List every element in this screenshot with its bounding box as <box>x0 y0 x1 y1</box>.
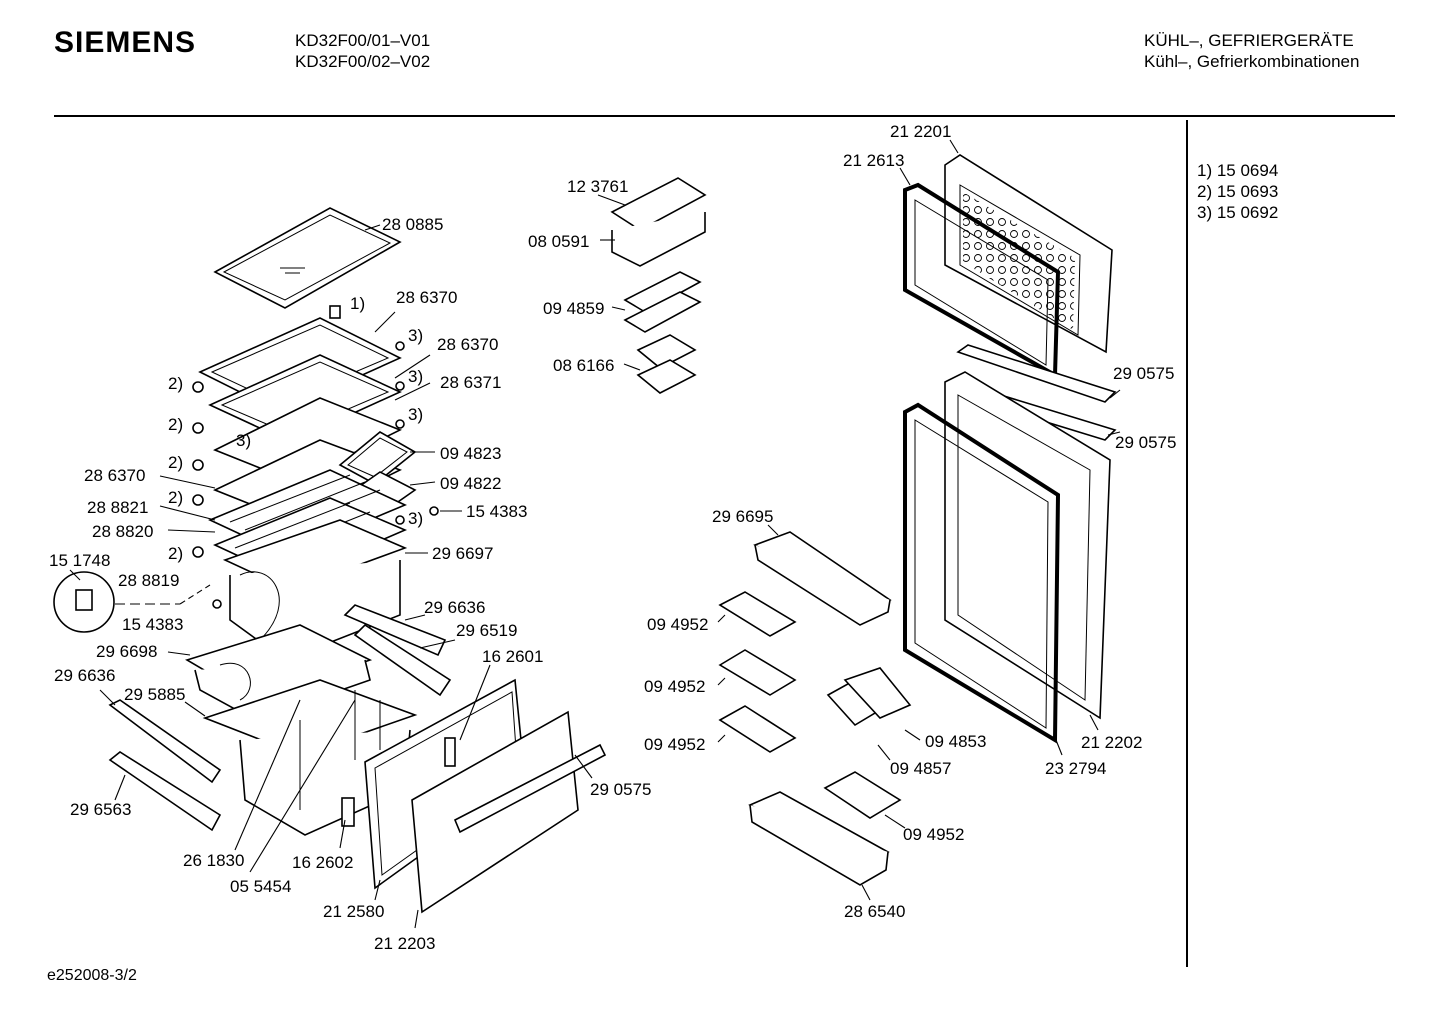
part-number-label: 16 2602 <box>292 853 353 872</box>
part-number-label: 05 5454 <box>230 877 291 896</box>
freezer-drawer-body <box>202 679 418 836</box>
part-number-label: 29 6698 <box>96 642 157 661</box>
footnote-marker: 1) <box>350 294 365 313</box>
part-number-label: 29 6695 <box>712 507 773 526</box>
door-shelf-bottom <box>748 791 890 886</box>
drawer-runner-right-1 <box>343 604 447 657</box>
model-number: KD32F00/02–V02 <box>295 52 431 71</box>
part-number-label: 29 6636 <box>54 666 115 685</box>
part-number-label: 12 3761 <box>567 177 628 196</box>
part-number-label: 29 6697 <box>432 544 493 563</box>
door-shelf-small-2 <box>718 649 797 696</box>
part-number-label: 21 2203 <box>374 934 435 953</box>
door-shelf-long <box>753 531 892 626</box>
leader-lines <box>69 139 1121 929</box>
footnote-marker: 3) <box>236 431 251 450</box>
part-number-label: 09 4822 <box>440 474 501 493</box>
part-number-label: 29 5885 <box>124 685 185 704</box>
footnote: 2) 15 0693 <box>1197 182 1279 201</box>
footnote: 3) 15 0692 <box>1197 203 1279 222</box>
footnote-list: 1) 15 0694 2) 15 0693 3) 15 0692 <box>1197 160 1278 223</box>
ice-cube-tray <box>610 177 707 267</box>
footnote-marker: 2) <box>168 374 183 393</box>
drawer-runner-right-2 <box>353 623 452 697</box>
part-number-label: 28 8819 <box>118 571 179 590</box>
part-number-label: 21 2201 <box>890 122 951 141</box>
footnote-marker: 2) <box>168 415 183 434</box>
part-number-label: 15 4383 <box>466 502 527 521</box>
footnote: 1) 15 0694 <box>1197 161 1279 180</box>
fridge-door-gasket <box>903 402 1061 744</box>
drawer-front-panel <box>411 710 607 914</box>
small-bracket <box>341 797 355 827</box>
footnote-marker: 2) <box>168 488 183 507</box>
part-number-label: 28 0885 <box>382 215 443 234</box>
footnote-marker: 3) <box>408 405 423 424</box>
footnote-marker: 3) <box>408 509 423 528</box>
door-shelf-small-3 <box>718 705 797 753</box>
part-number-label: 29 6636 <box>424 598 485 617</box>
part-number-label: 09 4859 <box>543 299 604 318</box>
footnote-marker: 3) <box>408 367 423 386</box>
part-number-label: 09 4857 <box>890 759 951 778</box>
part-number-label: 29 0575 <box>590 780 651 799</box>
shelf-support-knob <box>53 571 211 633</box>
part-number-label: 09 4952 <box>903 825 964 844</box>
door-shelf-box <box>826 667 912 727</box>
part-number-label: 29 0575 <box>1115 433 1176 452</box>
part-number-label: 21 2202 <box>1081 733 1142 752</box>
part-number-label: 28 6371 <box>440 373 501 392</box>
category-title: KÜHL–, GEFRIERGERÄTE <box>1144 31 1354 50</box>
part-number-label: 29 0575 <box>1113 364 1174 383</box>
part-number-label: 28 6370 <box>437 335 498 354</box>
drawer-runner-left-2 <box>108 751 222 832</box>
part-number-label: 08 6166 <box>553 356 614 375</box>
part-number-label: 29 6563 <box>70 800 131 819</box>
part-number-label: 21 2613 <box>843 151 904 170</box>
model-numbers: KD32F00/01–V01 KD32F00/02–V02 <box>295 30 430 72</box>
part-number-label: 15 4383 <box>122 615 183 634</box>
siemens-logo: SIEMENS <box>54 26 197 59</box>
door-shelf-small-4 <box>823 771 902 819</box>
part-number-label: 28 6370 <box>396 288 457 307</box>
part-number-label: 28 6370 <box>84 466 145 485</box>
model-number: KD32F00/01–V01 <box>295 31 431 50</box>
part-number-label: 09 4853 <box>925 732 986 751</box>
part-number-label: 29 6519 <box>456 621 517 640</box>
fridge-door-panel <box>944 371 1111 720</box>
footnote-marker: 2) <box>168 453 183 472</box>
clip-symbols <box>192 341 439 609</box>
part-number-label: 26 1830 <box>183 851 244 870</box>
freezer-door-gasket <box>903 182 1061 379</box>
category-subtitle: Kühl–, Gefrierkombinationen <box>1144 52 1360 71</box>
part-number-label: 09 4952 <box>644 677 705 696</box>
part-number-label: 16 2601 <box>482 647 543 666</box>
part-number-label: 21 2580 <box>323 902 384 921</box>
document-id: e252008-3/2 <box>47 967 137 984</box>
footnote-marker: 2) <box>168 544 183 563</box>
drawer-runner-left-1 <box>108 699 222 784</box>
part-number-label: 09 4952 <box>647 615 708 634</box>
ice-tray-small <box>636 334 697 394</box>
door-shelf-small-1 <box>718 591 797 637</box>
part-number-label: 09 4952 <box>644 735 705 754</box>
part-number-label: 15 1748 <box>49 551 110 570</box>
egg-tray-upper <box>623 271 702 313</box>
part-number-label: 23 2794 <box>1045 759 1106 778</box>
part-number-label: 08 0591 <box>528 232 589 251</box>
part-number-label: 28 6540 <box>844 902 905 921</box>
footnote-marker: 3) <box>408 326 423 345</box>
part-number-label: 09 4823 <box>440 444 501 463</box>
part-number-label: 28 8821 <box>87 498 148 517</box>
part-number-label: 28 8820 <box>92 522 153 541</box>
egg-tray-lower <box>623 291 702 333</box>
product-category: KÜHL–, GEFRIERGERÄTE Kühl–, Gefrierkombi… <box>1144 30 1359 72</box>
glass-shelf-top <box>213 207 402 309</box>
